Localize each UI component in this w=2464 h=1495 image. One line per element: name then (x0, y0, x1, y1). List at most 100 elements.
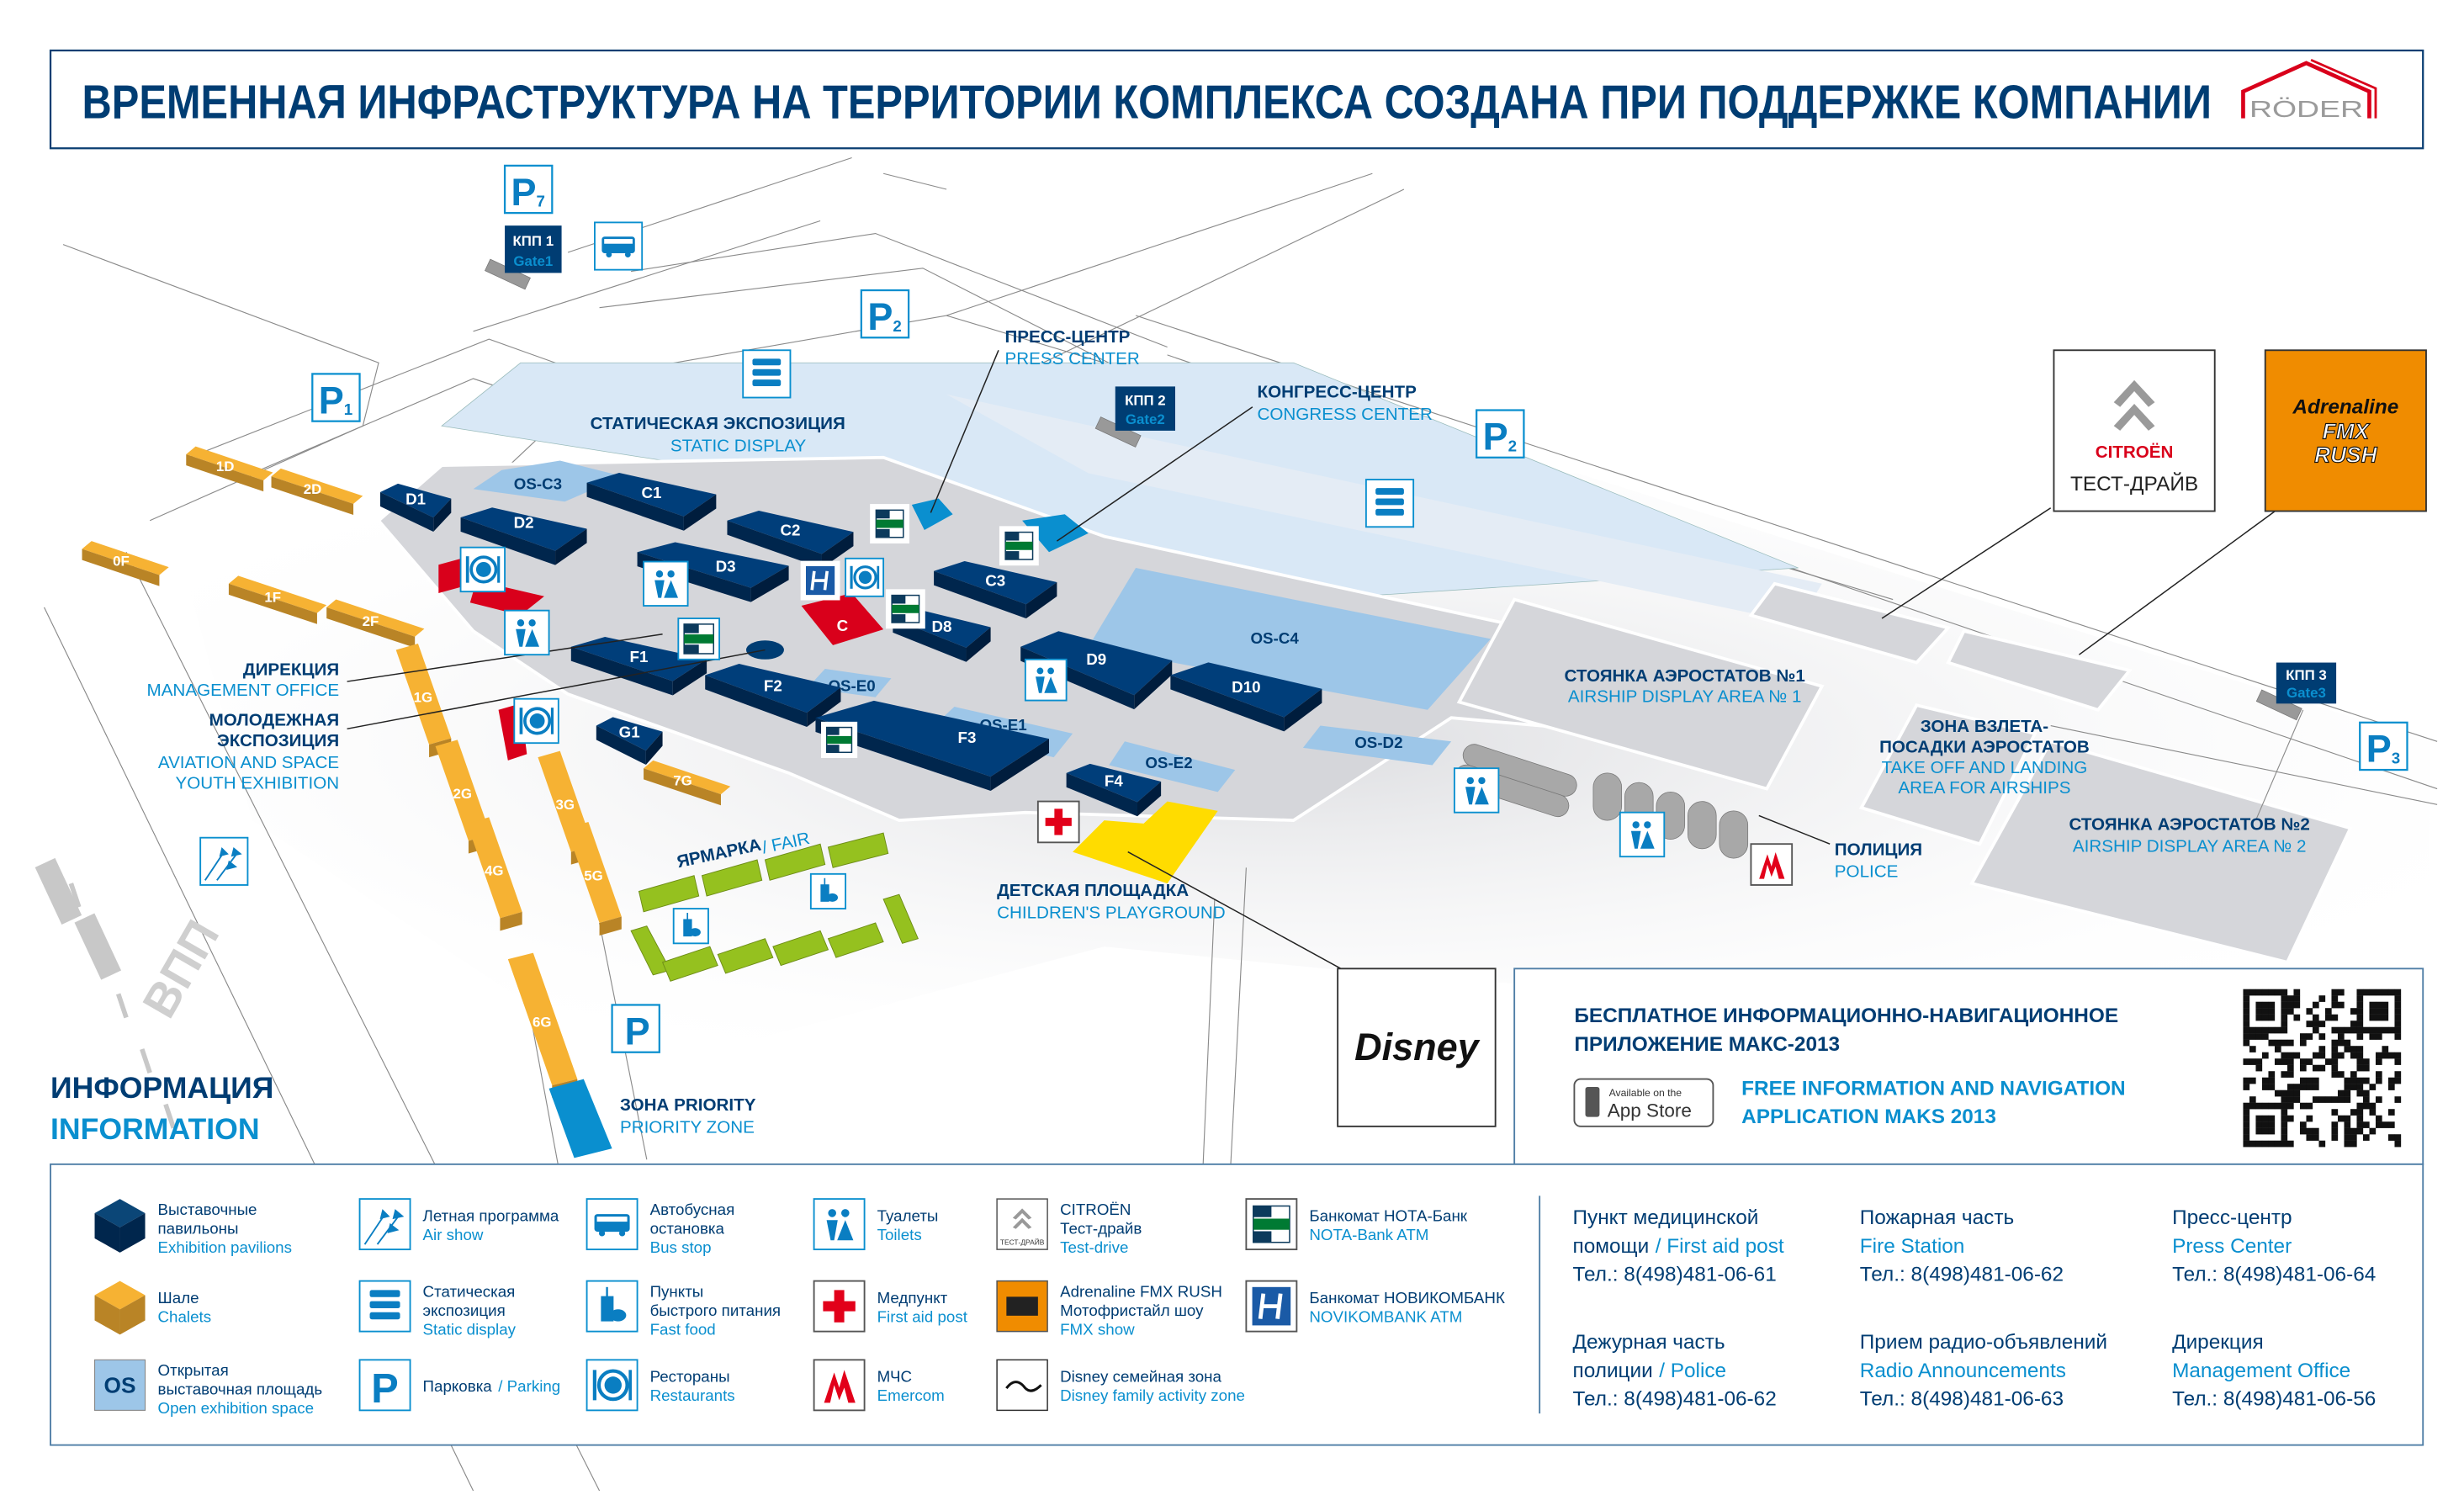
qr-module (2356, 1046, 2364, 1052)
qr-module (2382, 1046, 2389, 1052)
qr-module (2369, 989, 2377, 996)
qr-module (2255, 1001, 2263, 1009)
pavilion-wall (1134, 660, 1173, 710)
qr-module (2318, 1140, 2326, 1148)
qr-module (2331, 1121, 2339, 1128)
air-show-icon (358, 1198, 411, 1251)
qr-module (2299, 1127, 2307, 1135)
fmx-rush-box[interactable]: Adrenaline FMX RUSH (2264, 349, 2427, 512)
pavilion-roof (596, 717, 663, 751)
app-store-badge[interactable]: Available on the App Store (1573, 1078, 1714, 1127)
qr-module (2281, 1071, 2288, 1078)
pavilion-wall (586, 482, 684, 531)
police-label-ru: ПОЛИЦИЯ (1835, 840, 1922, 859)
emercom-icon (1750, 843, 1794, 886)
qr-module (2286, 1115, 2294, 1122)
qr-module (2356, 1058, 2364, 1065)
qr-module (2350, 1134, 2357, 1141)
nota-bank-atm-icon (1245, 1198, 1298, 1251)
app-title-ru-2: ПРИЛОЖЕНИЕ МАКС-2013 (1574, 1033, 1840, 1056)
open-space-icon: OS (93, 1359, 146, 1411)
pavilion-d10-block (1170, 662, 1322, 732)
qr-module (2255, 1127, 2263, 1135)
info-title-en: INFORMATION (50, 1112, 260, 1146)
contact-title: Пресс-центр (2172, 1206, 2292, 1229)
qr-module (2255, 1026, 2263, 1034)
chalet-label: 4G (485, 863, 504, 879)
qr-code[interactable] (2243, 989, 2402, 1148)
pavilion-wall (460, 517, 556, 565)
qr-module (2306, 1021, 2313, 1027)
qr-module (2387, 1109, 2395, 1116)
qr-module (2369, 1102, 2377, 1110)
qr-module (2268, 1071, 2276, 1078)
qr-module (2299, 1033, 2307, 1040)
restaurant-icon (845, 557, 885, 597)
legend-label-en: Exhibition pavilions (158, 1238, 292, 1256)
pavilion-wall (705, 675, 808, 727)
qr-module (2369, 1014, 2377, 1021)
qr-module (2243, 1021, 2250, 1027)
nota-bank-atm-icon (677, 618, 721, 660)
airship-2-label-en: AIRSHIP DISPLAY AREA № 2 (2073, 837, 2307, 856)
contact-phone: Тел.: 8(498)481-06-62 (1860, 1264, 2064, 1286)
fmx-show-area (1946, 628, 2133, 712)
legend-label-en: First aid post (877, 1307, 968, 1325)
qr-module (2286, 1102, 2294, 1110)
legend-label-ru: Летная программа (423, 1206, 559, 1224)
legend-label-en: Disney family activity zone (1060, 1386, 1245, 1404)
pavilion-d1: D1 (405, 490, 426, 507)
qr-module (2362, 989, 2370, 996)
qr-module (2337, 1115, 2345, 1122)
pavilion-d8: D8 (931, 618, 951, 635)
qr-module (2344, 1115, 2351, 1122)
pavilion-wall (672, 659, 707, 696)
priority-label-ru: ЗОНА PRIORITY (620, 1095, 756, 1115)
qr-module (2382, 1001, 2389, 1009)
chalet-roof (467, 817, 522, 919)
pavilion-c-restaurant-label: C (837, 617, 849, 634)
qr-module (2243, 1058, 2250, 1065)
press-center-building (911, 498, 953, 531)
qr-module (2255, 1115, 2263, 1122)
pavilion-roof (637, 542, 789, 588)
chalet-4g: 4G (467, 817, 522, 931)
qr-module (2350, 1052, 2357, 1059)
pavilion-f4-block (1066, 763, 1162, 817)
pavilion-roof (570, 636, 707, 681)
qr-module (2281, 1121, 2288, 1128)
qr-module (2369, 1026, 2377, 1034)
qr-module (2249, 1058, 2256, 1065)
qr-module (2382, 1008, 2389, 1015)
static-display-icon (1364, 479, 1415, 528)
qr-module (2249, 1033, 2256, 1040)
app-title-en-2: APPLICATION MAKS 2013 (1741, 1105, 1996, 1128)
qr-module (2318, 995, 2326, 1002)
chalet-label: 0F (113, 554, 130, 570)
qr-module (2331, 995, 2339, 1002)
phone-icon (1585, 1086, 1600, 1117)
contact-phone: Тел.: 8(498)481-06-56 (2172, 1388, 2376, 1411)
qr-module (2362, 1058, 2370, 1065)
citroen-box[interactable]: CITROËN ТЕСТ-ДРАЙВ (2053, 349, 2216, 512)
qr-module (2356, 1115, 2364, 1122)
pavilion-roof (727, 510, 854, 554)
pavilion-c2: C2 (780, 522, 800, 539)
parking-letter: P (867, 295, 893, 338)
pavilion-wall (1170, 675, 1285, 732)
citroen-brand-text: CITROËN (2096, 443, 2174, 462)
qr-module (2331, 989, 2339, 996)
qr-module (2375, 1121, 2382, 1128)
disney-box[interactable]: Disney (1337, 968, 1497, 1127)
qr-module (2281, 1039, 2288, 1047)
qr-module (2299, 1102, 2307, 1110)
restaurant-icon (513, 697, 559, 745)
qr-module (2331, 1014, 2339, 1021)
contact-title-en: / Police (1659, 1360, 1726, 1382)
